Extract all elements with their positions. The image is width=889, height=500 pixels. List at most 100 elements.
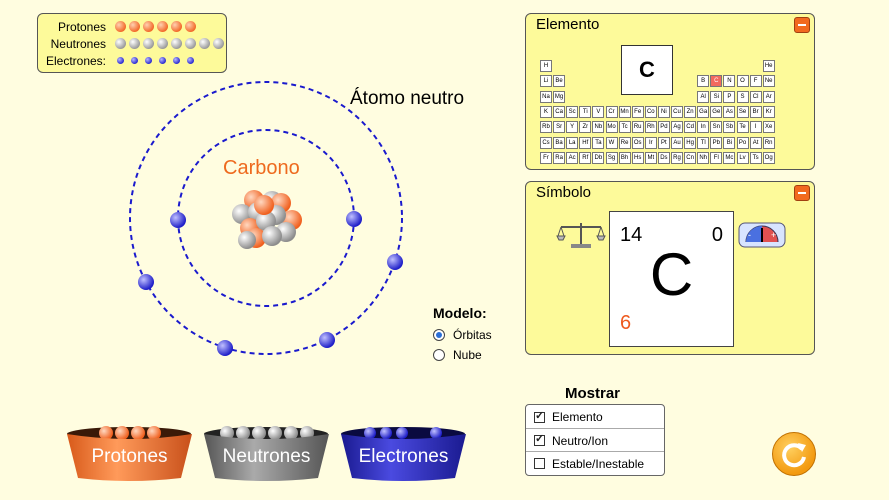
element-cell-fl[interactable]: Fl [710, 151, 723, 164]
element-cell-zn[interactable]: Zn [684, 105, 697, 118]
element-cell-cn[interactable]: Cn [684, 151, 697, 164]
neutrons-bucket[interactable]: Neutrones [203, 424, 330, 482]
element-cell-nb[interactable]: Nb [592, 121, 605, 134]
show-stable-unstable-checkbox[interactable] [534, 458, 545, 469]
element-cell-cl[interactable]: Cl [749, 90, 762, 103]
element-cell-nh[interactable]: Nh [697, 151, 710, 164]
radio-cloud[interactable] [433, 349, 445, 361]
element-cell-fr[interactable]: Fr [540, 151, 552, 164]
element-cell-cr[interactable]: Cr [605, 105, 618, 118]
element-cell-re[interactable]: Re [618, 136, 631, 149]
element-cell-p[interactable]: P [723, 90, 736, 103]
element-cell-v[interactable]: V [592, 105, 605, 118]
element-cell-sg[interactable]: Sg [605, 151, 618, 164]
element-cell-n[interactable]: N [723, 75, 736, 88]
element-cell-ac[interactable]: Ac [566, 151, 579, 164]
element-cell-lv[interactable]: Lv [736, 151, 749, 164]
element-cell-si[interactable]: Si [710, 90, 723, 103]
element-cell-ta[interactable]: Ta [592, 136, 605, 149]
element-cell-sn[interactable]: Sn [710, 121, 723, 134]
element-cell-os[interactable]: Os [631, 136, 644, 149]
element-cell-ir[interactable]: Ir [644, 136, 657, 149]
element-cell-au[interactable]: Au [671, 136, 683, 149]
element-cell-hf[interactable]: Hf [579, 136, 592, 149]
element-cell-ba[interactable]: Ba [553, 136, 566, 149]
element-cell-ca[interactable]: Ca [553, 105, 566, 118]
model-option-cloud[interactable]: Nube [433, 348, 482, 362]
element-cell-se[interactable]: Se [736, 105, 749, 118]
element-cell-fe[interactable]: Fe [631, 105, 644, 118]
electron[interactable] [170, 212, 186, 228]
nucleus[interactable] [232, 190, 302, 249]
element-cell-ga[interactable]: Ga [697, 105, 710, 118]
element-cell-ne[interactable]: Ne [762, 75, 775, 88]
element-cell-xe[interactable]: Xe [762, 121, 775, 134]
element-cell-tc[interactable]: Tc [618, 121, 631, 134]
element-cell-sc[interactable]: Sc [566, 105, 579, 118]
element-cell-ge[interactable]: Ge [710, 105, 723, 118]
element-cell-hs[interactable]: Hs [631, 151, 644, 164]
element-cell-pt[interactable]: Pt [657, 136, 670, 149]
element-cell-kr[interactable]: Kr [762, 105, 775, 118]
element-cell-bi[interactable]: Bi [723, 136, 736, 149]
electron[interactable] [217, 340, 233, 356]
element-cell-rb[interactable]: Rb [540, 121, 552, 134]
element-cell-ds[interactable]: Ds [657, 151, 670, 164]
element-cell-al[interactable]: Al [697, 90, 710, 103]
element-cell-br[interactable]: Br [749, 105, 762, 118]
element-cell-pd[interactable]: Pd [657, 121, 670, 134]
element-cell-na[interactable]: Na [540, 90, 552, 103]
show-neutral-ion-checkbox[interactable] [534, 432, 545, 446]
element-cell-bh[interactable]: Bh [618, 151, 631, 164]
show-stable-unstable-option[interactable]: Estable/Inestable [526, 451, 664, 475]
element-cell-ts[interactable]: Ts [749, 151, 762, 164]
element-cell-i[interactable]: I [749, 121, 762, 134]
reset-button[interactable] [772, 432, 816, 476]
electron[interactable] [387, 254, 403, 270]
neutron[interactable] [256, 211, 276, 231]
element-cell-w[interactable]: W [605, 136, 618, 149]
element-cell-o[interactable]: O [736, 75, 749, 88]
element-cell-he[interactable]: He [762, 60, 775, 72]
element-cell-ar[interactable]: Ar [762, 90, 775, 103]
element-cell-sb[interactable]: Sb [723, 121, 736, 134]
radio-orbits[interactable] [433, 329, 445, 341]
element-cell-rf[interactable]: Rf [579, 151, 592, 164]
element-cell-cu[interactable]: Cu [671, 105, 683, 118]
element-cell-in[interactable]: In [697, 121, 710, 134]
element-cell-b[interactable]: B [697, 75, 710, 88]
element-cell-rg[interactable]: Rg [671, 151, 683, 164]
element-cell-li[interactable]: Li [540, 75, 552, 88]
element-cell-og[interactable]: Og [762, 151, 775, 164]
element-cell-ra[interactable]: Ra [553, 151, 566, 164]
element-cell-f[interactable]: F [749, 75, 762, 88]
element-cell-y[interactable]: Y [566, 121, 579, 134]
element-cell-ag[interactable]: Ag [671, 121, 683, 134]
element-cell-co[interactable]: Co [644, 105, 657, 118]
electron[interactable] [138, 274, 154, 290]
element-cell-at[interactable]: At [749, 136, 762, 149]
collapse-element-panel-button[interactable] [794, 17, 810, 33]
element-cell-db[interactable]: Db [592, 151, 605, 164]
electrons-bucket[interactable]: Electrones [340, 424, 467, 482]
collapse-symbol-panel-button[interactable] [794, 185, 810, 201]
element-cell-rh[interactable]: Rh [644, 121, 657, 134]
element-cell-la[interactable]: La [566, 136, 579, 149]
element-cell-zr[interactable]: Zr [579, 121, 592, 134]
show-neutral-ion-option[interactable]: Neutro/Ion [526, 428, 664, 452]
model-option-orbits[interactable]: Órbitas [433, 328, 492, 342]
neutron[interactable] [238, 231, 256, 249]
neutron[interactable] [262, 226, 282, 246]
element-cell-ti[interactable]: Ti [579, 105, 592, 118]
element-cell-mn[interactable]: Mn [618, 105, 631, 118]
element-cell-be[interactable]: Be [553, 75, 566, 88]
element-cell-tl[interactable]: Tl [697, 136, 710, 149]
element-cell-ru[interactable]: Ru [631, 121, 644, 134]
element-cell-mo[interactable]: Mo [605, 121, 618, 134]
show-element-option[interactable]: Elemento [526, 405, 664, 429]
electron[interactable] [346, 211, 362, 227]
protons-bucket[interactable]: Protones [66, 424, 193, 482]
element-cell-po[interactable]: Po [736, 136, 749, 149]
element-cell-h[interactable]: H [540, 60, 552, 72]
element-cell-mg[interactable]: Mg [553, 90, 566, 103]
